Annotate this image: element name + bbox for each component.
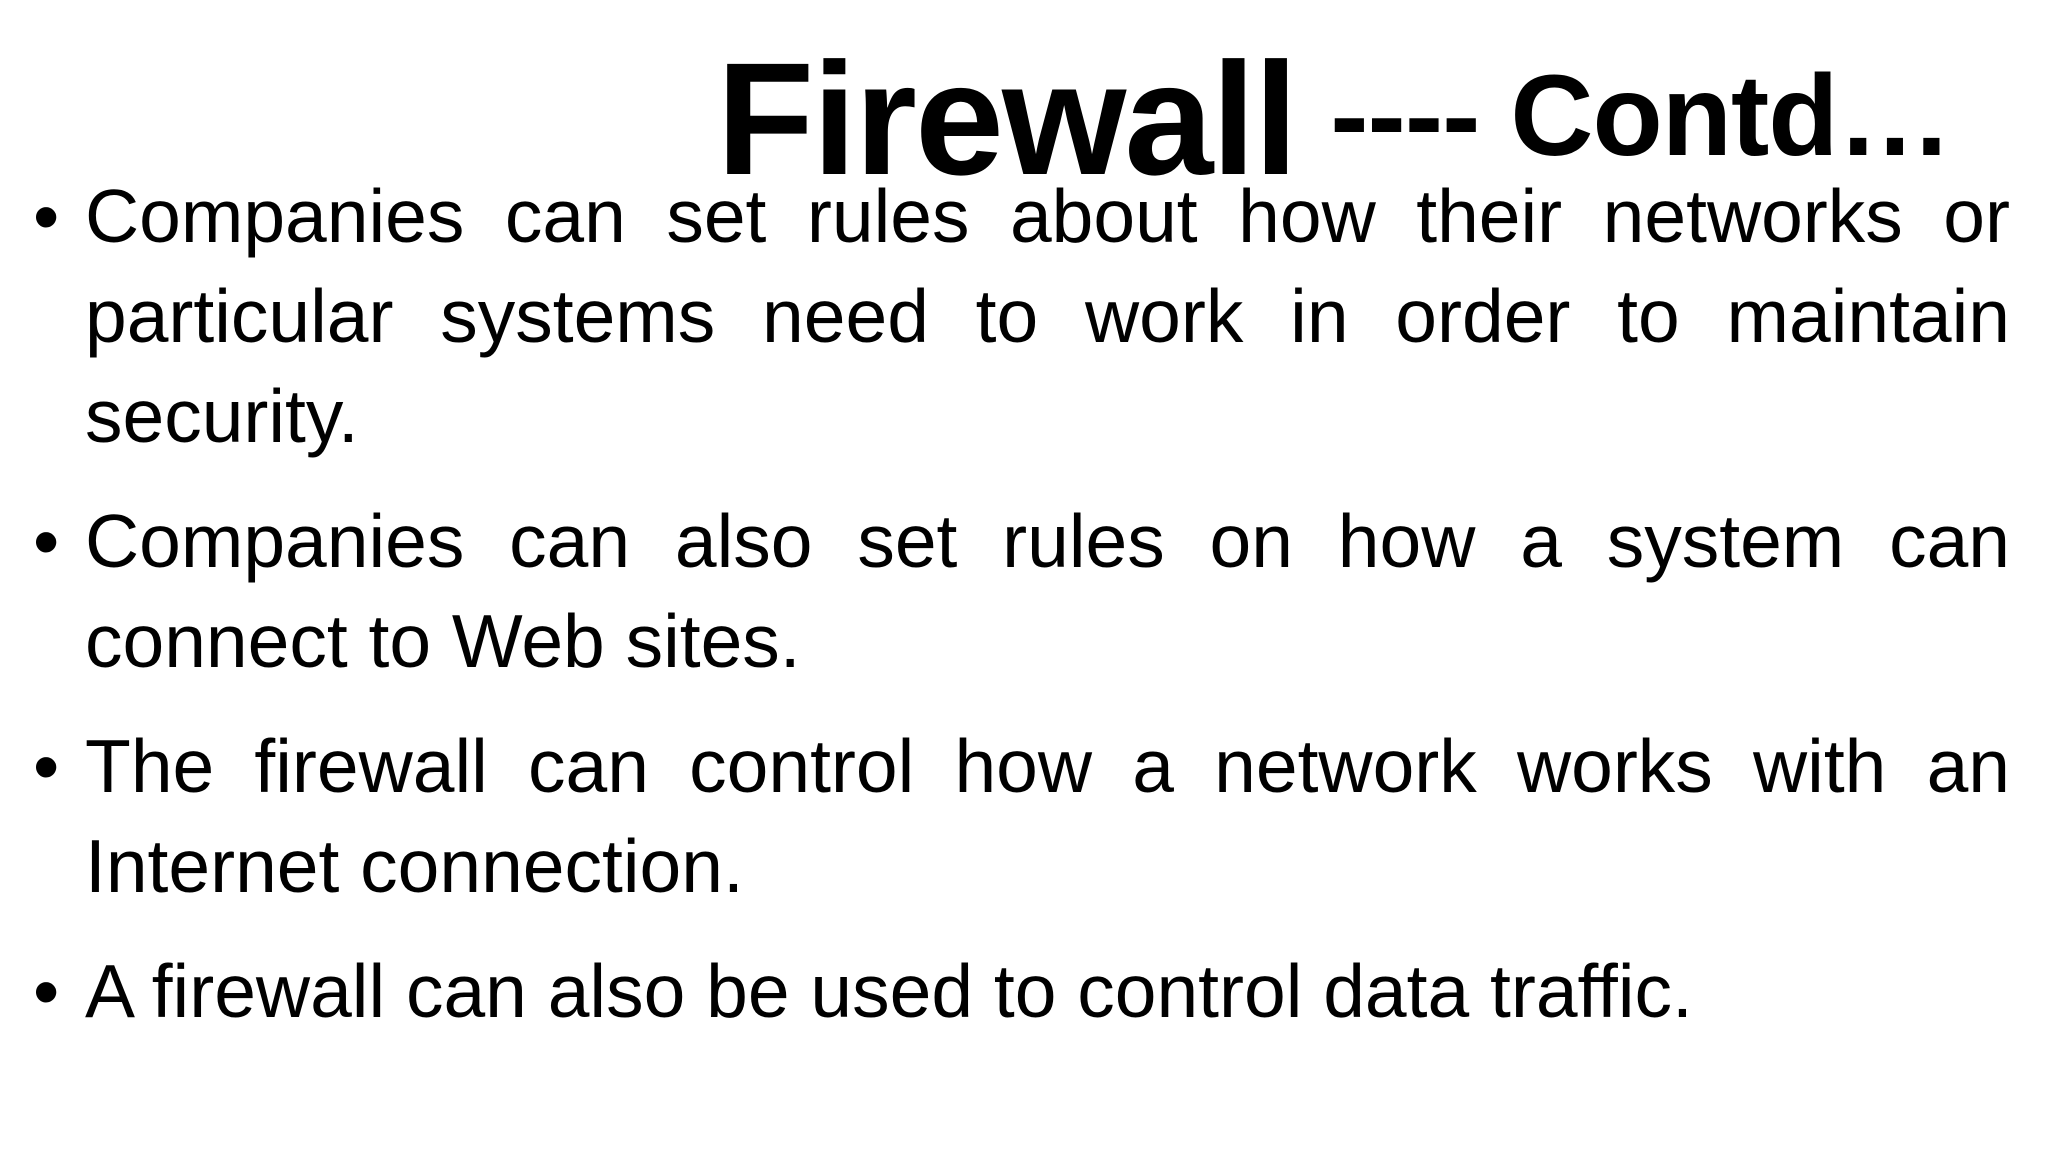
list-item: • A firewall can also be used to control…	[33, 941, 2010, 1041]
bullet-icon: •	[33, 724, 60, 808]
list-item: • The firewall can control how a network…	[33, 716, 2010, 916]
bullet-icon: •	[33, 949, 60, 1033]
bullet-text-line: Internet connection.	[85, 824, 744, 908]
bullet-text-line: connect to Web sites.	[85, 599, 801, 683]
slide-title: Firewall---- Contd…	[0, 39, 2048, 199]
bullet-text-line: A firewall can also be used to control d…	[85, 949, 1693, 1033]
list-item: • Companies can also set rules on how a …	[33, 491, 2010, 691]
bullet-text-line: security.	[85, 374, 359, 458]
bullet-icon: •	[33, 499, 60, 583]
bullet-icon: •	[33, 174, 60, 258]
slide-title-main: Firewall	[716, 29, 1298, 208]
slide-title-continued: ---- Contd…	[1330, 52, 1952, 180]
bullet-list: • Companies can set rules about how thei…	[0, 166, 2048, 1041]
bullet-text-line: Companies can set rules about how their …	[85, 174, 2010, 258]
bullet-text-line: The firewall can control how a network w…	[85, 724, 2010, 808]
list-item: • Companies can set rules about how thei…	[33, 166, 2010, 466]
bullet-text-line: particular systems need to work in order…	[85, 274, 2010, 358]
bullet-text-line: Companies can also set rules on how a sy…	[85, 499, 2010, 583]
